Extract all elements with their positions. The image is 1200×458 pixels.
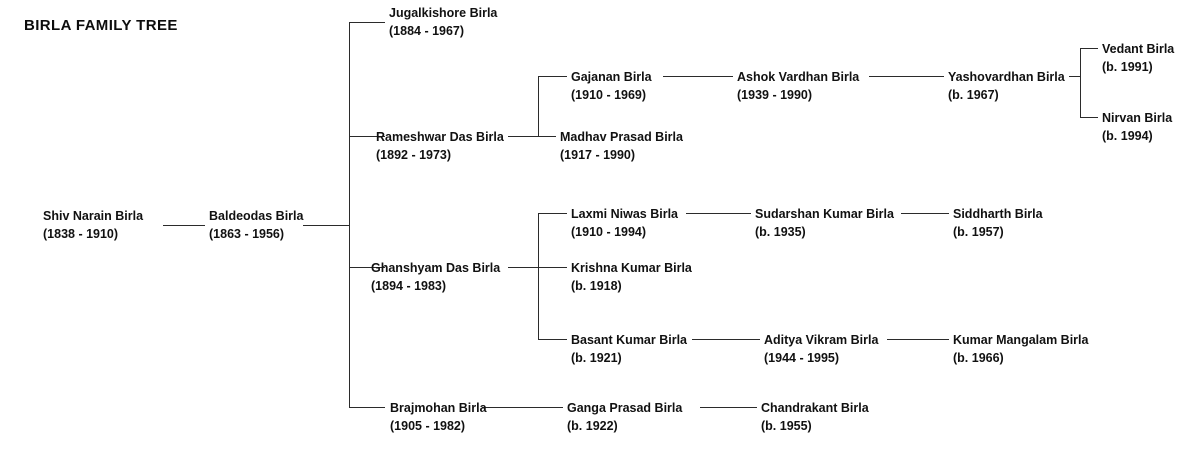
person-dates: (1863 - 1956) (209, 227, 285, 241)
person-dates: (1838 - 1910) (43, 227, 119, 241)
person-dates: (1917 - 1990) (560, 148, 636, 162)
person-name: Siddharth Birla (953, 207, 1043, 221)
person-name: Vedant Birla (1102, 42, 1175, 56)
node-shiv-narain-birla[interactable]: Shiv Narain Birla (1838 - 1910) (43, 209, 143, 242)
node-ashok-vardhan-birla[interactable]: Ashok Vardhan Birla (1939 - 1990) (737, 70, 859, 103)
node-vedant-birla[interactable]: Vedant Birla (b. 1991) (1102, 42, 1174, 75)
person-dates: (1939 - 1990) (737, 88, 813, 102)
person-name: Yashovardhan Birla (948, 70, 1065, 84)
node-yashovardhan-birla[interactable]: Yashovardhan Birla (b. 1967) (948, 70, 1065, 103)
person-dates: (1884 - 1967) (389, 24, 465, 38)
person-name: Ashok Vardhan Birla (737, 70, 860, 84)
person-name: Kumar Mangalam Birla (953, 333, 1089, 347)
node-laxmi-niwas-birla[interactable]: Laxmi Niwas Birla (1910 - 1994) (571, 207, 678, 240)
node-chandrakant-birla[interactable]: Chandrakant Birla (b. 1955) (761, 401, 869, 434)
person-name: Baldeodas Birla (209, 209, 304, 223)
person-name: Rameshwar Das Birla (376, 130, 504, 144)
node-ghanshyam-das-birla[interactable]: Ghanshyam Das Birla (1894 - 1983) (371, 261, 500, 294)
person-dates: (1905 - 1982) (390, 419, 466, 433)
node-nirvan-birla[interactable]: Nirvan Birla (b. 1994) (1102, 111, 1172, 144)
person-dates: (b. 1957) (953, 225, 1004, 239)
person-dates: (b. 1966) (953, 351, 1004, 365)
person-dates: (b. 1918) (571, 279, 622, 293)
person-dates: (b. 1935) (755, 225, 806, 239)
person-dates: (1944 - 1995) (764, 351, 840, 365)
node-aditya-vikram-birla[interactable]: Aditya Vikram Birla (1944 - 1995) (764, 333, 878, 366)
person-name: Krishna Kumar Birla (571, 261, 692, 275)
node-brajmohan-birla[interactable]: Brajmohan Birla (1905 - 1982) (390, 401, 487, 434)
person-name: Ganga Prasad Birla (567, 401, 683, 415)
node-gajanan-birla[interactable]: Gajanan Birla (1910 - 1969) (571, 70, 652, 103)
node-rameshwar-das-birla[interactable]: Rameshwar Das Birla (1892 - 1973) (376, 130, 504, 163)
person-dates: (1894 - 1983) (371, 279, 447, 293)
page-title: BIRLA FAMILY TREE (24, 17, 178, 34)
node-basant-kumar-birla[interactable]: Basant Kumar Birla (b. 1921) (571, 333, 687, 366)
person-dates: (b. 1955) (761, 419, 812, 433)
person-dates: (b. 1991) (1102, 60, 1153, 74)
person-dates: (1910 - 1969) (571, 88, 647, 102)
person-name: Jugalkishore Birla (389, 6, 498, 20)
node-jugalkishore-birla[interactable]: Jugalkishore Birla (1884 - 1967) (389, 6, 497, 39)
person-name: Gajanan Birla (571, 70, 652, 84)
node-kumar-mangalam-birla[interactable]: Kumar Mangalam Birla (b. 1966) (953, 333, 1088, 366)
person-name: Basant Kumar Birla (571, 333, 688, 347)
node-krishna-kumar-birla[interactable]: Krishna Kumar Birla (b. 1918) (571, 261, 692, 294)
person-name: Laxmi Niwas Birla (571, 207, 678, 221)
person-name: Ghanshyam Das Birla (371, 261, 501, 275)
node-ganga-prasad-birla[interactable]: Ganga Prasad Birla (b. 1922) (567, 401, 682, 434)
node-sudarshan-kumar-birla[interactable]: Sudarshan Kumar Birla (b. 1935) (755, 207, 894, 240)
node-siddharth-birla[interactable]: Siddharth Birla (b. 1957) (953, 207, 1043, 240)
person-dates: (b. 1921) (571, 351, 622, 365)
person-name: Aditya Vikram Birla (764, 333, 879, 347)
person-dates: (b. 1994) (1102, 129, 1153, 143)
person-name: Chandrakant Birla (761, 401, 869, 415)
person-dates: (b. 1967) (948, 88, 999, 102)
person-name: Nirvan Birla (1102, 111, 1173, 125)
person-dates: (1892 - 1973) (376, 148, 452, 162)
person-name: Madhav Prasad Birla (560, 130, 683, 144)
person-dates: (b. 1922) (567, 419, 618, 433)
node-madhav-prasad-birla[interactable]: Madhav Prasad Birla (1917 - 1990) (560, 130, 683, 163)
person-name: Brajmohan Birla (390, 401, 487, 415)
person-name: Sudarshan Kumar Birla (755, 207, 894, 221)
node-baldeodas-birla[interactable]: Baldeodas Birla (1863 - 1956) (209, 209, 303, 242)
person-name: Shiv Narain Birla (43, 209, 144, 223)
person-dates: (1910 - 1994) (571, 225, 647, 239)
